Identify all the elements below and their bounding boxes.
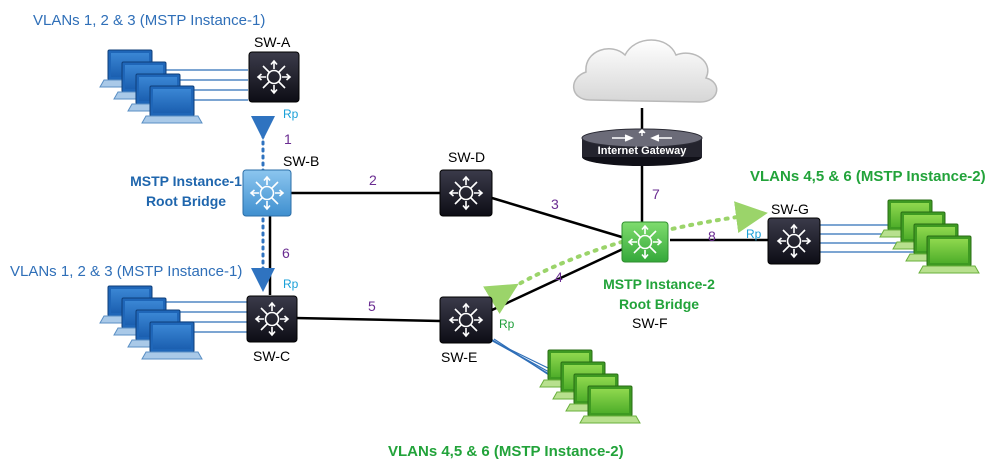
link-number-1: 1 [284,131,292,147]
switch-icon [439,169,493,217]
link-c-e [294,316,441,323]
switch-b-label: SW-B [283,153,319,169]
root-bridge-instance1-line2: Root Bridge [146,193,226,209]
rp-label-sw-c: Rp [283,277,299,291]
link-number-5: 5 [368,298,376,314]
switch-g[interactable] [767,217,821,265]
link-number-2: 2 [369,172,377,188]
root-bridge-instance1-line1: MSTP Instance-1 [130,173,242,189]
cloud-icon [573,39,718,103]
switch-a-label: SW-A [254,34,291,50]
switch-b[interactable] [242,169,292,217]
rp-label-sw-g: Rp [746,227,762,241]
blocking-path-arrow-instance2 [483,201,768,314]
switch-icon [246,295,298,343]
laptops-sw-g [879,199,980,274]
switch-icon [248,51,300,103]
switch-f-label: SW-F [632,315,668,331]
switch-c-label: SW-C [253,348,290,364]
rp-label-sw-e: Rp [499,317,515,331]
switch-e-label: SW-E [441,349,477,365]
switch-f[interactable] [621,221,669,263]
switch-icon [621,221,669,263]
vlan-label-bottom: VLANs 4,5 & 6 (MSTP Instance-2) [388,443,624,460]
link-number-3: 3 [551,196,559,212]
root-bridge-instance2-line2: Root Bridge [619,296,699,312]
switch-d-label: SW-D [448,149,485,165]
root-bridge-instance2-line1: MSTP Instance-2 [603,276,715,292]
laptop-icon [579,385,641,424]
link-number-7: 7 [652,186,660,202]
switch-icon [767,217,821,265]
switch-c[interactable] [246,295,298,343]
laptops-sw-a [99,49,203,124]
laptops-sw-e [539,349,641,424]
link-number-8: 8 [708,228,716,244]
laptop-icon [141,321,203,360]
vlan-label-top-left: VLANs 1, 2 & 3 (MSTP Instance-1) [33,12,265,29]
vlan-label-mid-left: VLANs 1, 2 & 3 (MSTP Instance-1) [10,263,242,280]
laptop-icon [141,85,203,124]
switch-a[interactable] [248,51,300,103]
switch-d[interactable] [439,169,493,217]
laptop-icon [918,235,980,274]
switch-icon [439,296,493,344]
rp-label-sw-a: Rp [283,107,299,121]
gateway-label: Internet Gateway [598,145,688,157]
switch-g-label: SW-G [771,201,809,217]
switch-e[interactable] [439,296,493,344]
link-number-6: 6 [282,245,290,261]
switch-icon [242,169,292,217]
router-icon [581,128,703,166]
laptops-sw-c [99,285,203,360]
vlan-label-right: VLANs 4,5 & 6 (MSTP Instance-2) [750,168,986,185]
link-number-4: 4 [555,269,563,285]
